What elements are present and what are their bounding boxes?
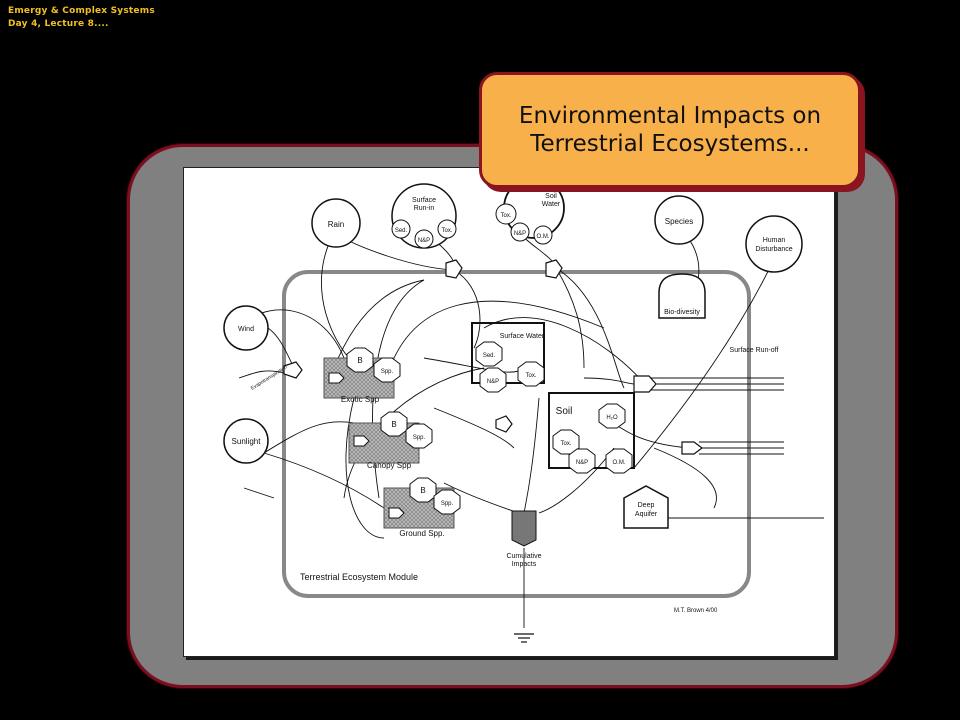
- svg-text:N&P: N&P: [487, 379, 499, 385]
- svg-text:Species: Species: [665, 217, 693, 226]
- svg-text:Spp.: Spp.: [413, 435, 426, 441]
- source-sunlight: Sunlight: [223, 418, 269, 464]
- lecture-header: Emergy & Complex Systems Day 4, Lecture …: [8, 5, 155, 31]
- svg-text:Run-in: Run-in: [414, 205, 435, 212]
- svg-text:Canopy Spp: Canopy Spp: [367, 461, 412, 470]
- svg-text:H₂O: H₂O: [606, 415, 618, 421]
- svg-text:Human: Human: [763, 237, 786, 244]
- diagram-canvas: Rain Surface Run-in Sed. Tox. N&P Soil W…: [223, 177, 824, 643]
- slide-title: Environmental Impacts on Terrestrial Eco…: [518, 103, 822, 157]
- source-surface-runin: Surface Run-in Sed. Tox. N&P: [391, 183, 457, 249]
- svg-text:Terrestrial Ecosystem Module: Terrestrial Ecosystem Module: [300, 572, 418, 582]
- svg-text:Soil: Soil: [556, 406, 573, 417]
- soil-cluster: Soil H₂O Tox. N&P O.M.: [548, 392, 635, 474]
- source-human-disturbance: Human Disturbance: [745, 215, 803, 273]
- biodiversity-storage: Bio-divesity: [658, 273, 706, 319]
- svg-text:Impacts: Impacts: [512, 561, 537, 568]
- svg-text:Water: Water: [542, 201, 561, 208]
- svg-text:Surface Run-off: Surface Run-off: [730, 347, 779, 354]
- svg-text:Surface Water: Surface Water: [500, 333, 545, 340]
- exotic-spp-storage: B Spp. Exotic Spp: [323, 347, 401, 404]
- svg-text:Tox.: Tox.: [500, 213, 511, 219]
- course-title: Emergy & Complex Systems: [8, 6, 155, 16]
- cumulative-impacts-storage: Cumulative Impacts: [506, 510, 542, 568]
- svg-text:Tox.: Tox.: [525, 373, 536, 379]
- svg-text:Rain: Rain: [328, 220, 344, 229]
- interaction-symbols: [283, 259, 703, 455]
- svg-text:Sed.: Sed.: [395, 228, 408, 234]
- module-boundary: [282, 270, 751, 598]
- svg-text:Tox.: Tox.: [441, 228, 452, 234]
- source-rain: Rain: [311, 198, 361, 248]
- svg-text:Ground Spp.: Ground Spp.: [399, 529, 444, 538]
- heat-sink: [514, 633, 534, 643]
- svg-text:Tox.: Tox.: [560, 441, 571, 447]
- source-wind: Wind: [223, 305, 269, 351]
- slide-title-card: Environmental Impacts on Terrestrial Eco…: [479, 72, 861, 188]
- svg-text:Disturbance: Disturbance: [755, 246, 792, 253]
- svg-text:O.M.: O.M.: [537, 234, 550, 240]
- source-species: Species: [654, 195, 704, 245]
- svg-text:Surface: Surface: [412, 197, 436, 204]
- svg-text:O.M.: O.M.: [613, 460, 626, 466]
- ground-spp-storage: B Spp. Ground Spp.: [383, 477, 461, 538]
- svg-text:Spp.: Spp.: [441, 501, 454, 507]
- svg-text:B: B: [391, 420, 396, 429]
- svg-text:M.T. Brown 4/00: M.T. Brown 4/00: [674, 608, 718, 614]
- svg-text:Soil: Soil: [545, 193, 557, 200]
- svg-text:N&P: N&P: [418, 238, 430, 244]
- canopy-spp-storage: B Spp. Canopy Spp: [348, 411, 433, 470]
- svg-text:Sunlight: Sunlight: [232, 437, 262, 446]
- svg-text:Bio-divesity: Bio-divesity: [664, 309, 700, 316]
- svg-text:N&P: N&P: [576, 460, 588, 466]
- deep-aquifer-storage: Deep Aquifer: [623, 485, 669, 529]
- svg-text:Cumulative: Cumulative: [506, 553, 541, 560]
- energy-systems-diagram: Rain Surface Run-in Sed. Tox. N&P Soil W…: [183, 167, 835, 657]
- svg-text:B: B: [357, 356, 362, 365]
- svg-text:Spp.: Spp.: [381, 369, 394, 375]
- surface-water-cluster: Surface Water Sed. N&P Tox.: [471, 322, 545, 393]
- svg-text:Wind: Wind: [238, 326, 254, 333]
- svg-text:N&P: N&P: [514, 231, 526, 237]
- svg-text:Aquifer: Aquifer: [635, 511, 658, 518]
- svg-text:Exotic Spp: Exotic Spp: [341, 395, 380, 404]
- lecture-number: Day 4, Lecture 8....: [8, 19, 109, 29]
- svg-text:Sed.: Sed.: [483, 353, 496, 359]
- svg-text:Deep: Deep: [638, 502, 655, 509]
- svg-text:B: B: [420, 486, 425, 495]
